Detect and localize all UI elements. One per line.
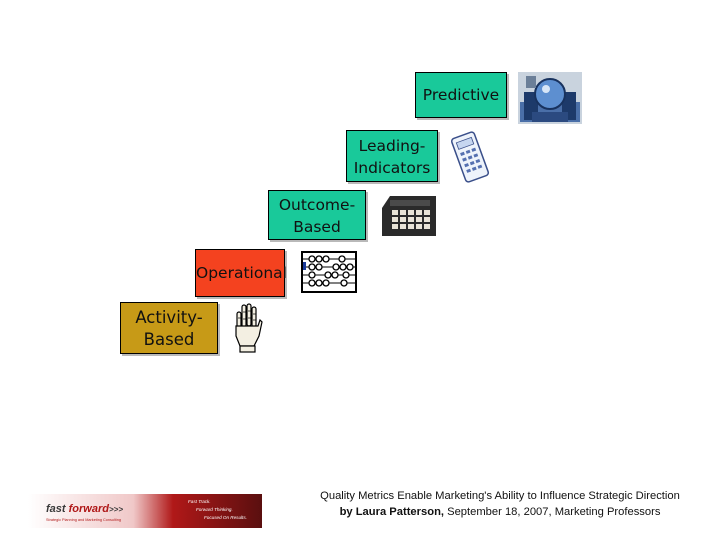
svg-text:fast forward>>>: fast forward>>>: [46, 503, 123, 515]
step-outcome-line1: Outcome-: [278, 196, 356, 214]
step-operational-label: Operational: [196, 264, 287, 282]
step-leading-indicators: Leading- Indicators: [346, 130, 438, 182]
logo-slogan-line2: Forward Thinking.: [196, 507, 233, 512]
footer-byline: by Laura Patterson, September 18, 2007, …: [290, 506, 710, 518]
footer-author: by Laura Patterson,: [339, 506, 445, 518]
step-activity-based: Activity- Based: [120, 302, 218, 354]
logo-slogan-line3: Focused On Results.: [204, 515, 247, 520]
abacus-icon: [301, 251, 357, 293]
step-leading-line2: Indicators: [353, 159, 431, 177]
footer-date-source: September 18, 2007, Marketing Professors: [444, 506, 661, 518]
step-outcome-line2: Based: [293, 218, 341, 236]
step-activity-line2: Based: [143, 330, 195, 349]
logo-arrows: >>>: [109, 505, 123, 514]
footer-title: Quality Metrics Enable Marketing's Abili…: [320, 490, 680, 502]
step-predictive: Predictive: [415, 72, 507, 118]
fast-forward-logo: fast forward>>> Strategic Planning and M…: [28, 494, 262, 528]
logo-brand-fast: fast: [46, 503, 69, 515]
calculator-icon: [450, 131, 490, 183]
logo-brand-forward: forward: [69, 503, 110, 515]
step-leading-line1: Leading-: [358, 137, 426, 155]
step-activity-line1: Activity-: [135, 308, 203, 327]
logo-tagline: Strategic Planning and Marketing Consult…: [46, 518, 121, 522]
step-outcome-based: Outcome- Based: [268, 190, 366, 240]
crystal-ball-machine-icon: [518, 72, 582, 124]
logo-slogan-line1: Fast Track.: [188, 499, 211, 504]
counting-hand-icon: [235, 303, 263, 353]
step-operational: Operational: [195, 249, 287, 297]
adding-machine-icon: [382, 196, 436, 236]
step-predictive-label: Predictive: [422, 86, 500, 104]
